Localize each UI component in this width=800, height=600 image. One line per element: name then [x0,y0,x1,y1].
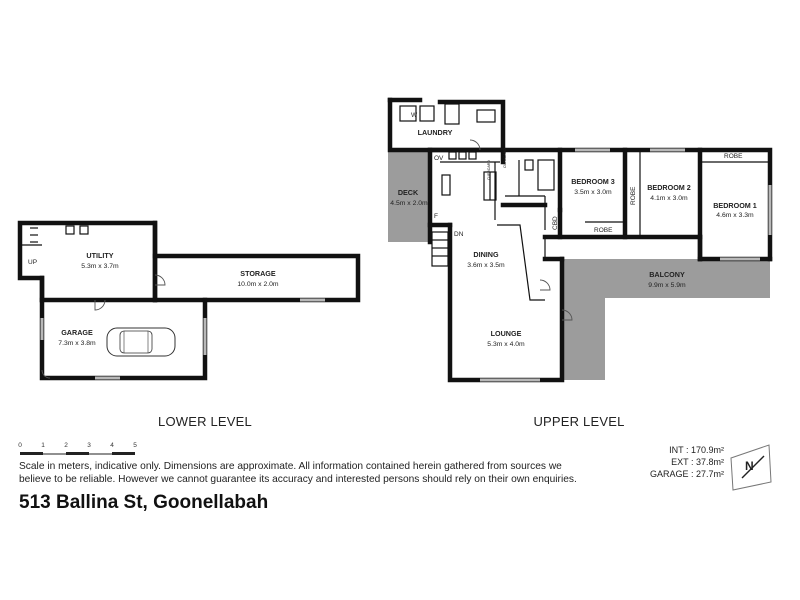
scale-tick: 5 [133,442,137,449]
room-name-storage: STORAGE [240,269,276,278]
room-name-garage: GARAGE [61,328,93,337]
room-name-laundry: LAUNDRY [418,128,453,137]
area-int: INT : 170.9m² [669,445,724,455]
room-name-dining: DINING [473,250,499,259]
robe-label-bedroom1: ROBE [724,153,743,160]
oven-label: OV [434,155,444,162]
room-name-lounge: LOUNGE [491,329,522,338]
robe-label-bedroom3: ROBE [594,227,613,234]
room-dims-utility: 5.3m x 3.7m [81,263,119,270]
lower-level-plan: UP UTILITY 5.3m x 3.7m STORAGE 10.0m x 2… [17,220,361,381]
compass-north-label: N [745,459,754,473]
washer-label: W [411,112,418,119]
compass-icon: N [730,444,772,491]
fridge-label: F [434,213,438,220]
scale-tick: 2 [64,442,68,449]
upper-level-title: UPPER LEVEL [533,414,624,429]
room-name-bedroom3: BEDROOM 3 [571,177,615,186]
room-dims-garage: 7.3m x 3.8m [58,340,96,347]
scale-tick: 0 [18,442,22,449]
room-dims-deck: 4.5m x 2.0m [390,200,428,207]
room-name-utility: UTILITY [86,251,113,260]
room-dims-balcony: 9.9m x 5.9m [648,282,686,289]
balcony-area [562,259,770,380]
deck-area [388,150,430,242]
room-dims-storage: 10.0m x 2.0m [237,281,279,288]
property-address: 513 Ballina St, Goonellabah [19,492,269,513]
room-dims-dining: 3.6m x 3.5m [467,262,505,269]
area-ext: EXT : 37.8m² [671,457,724,467]
area-garage: GARAGE : 27.7m² [650,469,724,479]
scale-tick: 1 [41,442,45,449]
stairs-down [431,231,449,267]
room-dims-bedroom3: 3.5m x 3.0m [574,189,612,196]
cupboard-label: CBD [552,216,559,230]
room-name-bedroom1: BEDROOM 1 [713,201,757,210]
room-dims-bedroom2: 4.1m x 3.0m [650,195,688,202]
room-dims-bedroom1: 4.6m x 3.3m [716,212,754,219]
scale-bar: 0 1 2 3 4 5 [18,442,137,455]
disclaimer: Scale in meters, indicative only. Dimens… [19,461,577,485]
room-dims-lounge: 5.3m x 4.0m [487,341,525,348]
upper-level-plan: W LAUNDRY DECK 4.5m x 2.0m OV F DN CBD C… [387,97,773,383]
lower-level-title: LOWER LEVEL [158,414,252,429]
robe-label-bedroom2: ROBE [630,186,637,205]
room-name-deck: DECK [398,188,419,197]
stair-down-label: DN [454,231,464,238]
room-name-balcony: BALCONY [649,270,685,279]
scale-tick: 3 [87,442,91,449]
scale-tick: 4 [110,442,114,449]
car-icon [106,327,176,357]
cupboard-small-label-2: CUPBOARD [503,148,507,168]
room-name-bedroom2: BEDROOM 2 [647,183,691,192]
stair-up-label: UP [28,259,37,266]
cupboard-small-label-1: CUPBOARD [487,160,491,180]
